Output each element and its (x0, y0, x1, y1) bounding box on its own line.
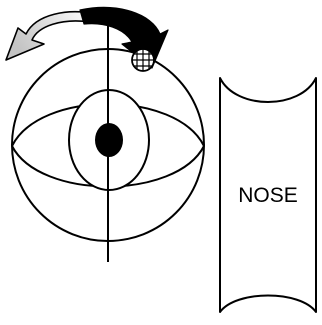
nose-label: NOSE (238, 184, 298, 207)
pupil (95, 123, 123, 157)
nose-outline-group: NOSE (220, 78, 316, 312)
